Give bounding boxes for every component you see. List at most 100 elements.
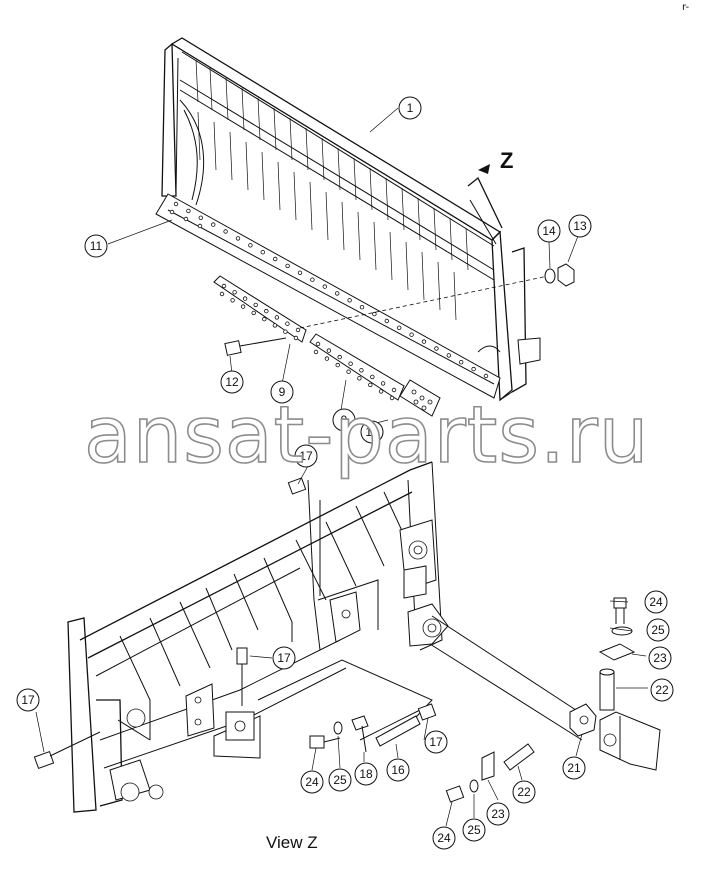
callout-label: 23 (491, 807, 505, 821)
bolt-hole (322, 284, 327, 289)
bolt-hole (183, 216, 189, 222)
perforated-bar (155, 193, 501, 399)
callout-label: 25 (333, 773, 347, 787)
bolt-hole (197, 223, 203, 229)
callout-25-lower: 25 (328, 768, 352, 792)
bolt-hole (324, 356, 330, 361)
bolt-hole (380, 381, 386, 386)
bolt-hole (368, 382, 373, 388)
bolt-hole (262, 316, 267, 322)
bolt-hole (348, 361, 353, 366)
bushing-21 (569, 703, 597, 737)
callout-label: 25 (651, 623, 665, 637)
cutting-edge-plate-a (213, 275, 307, 343)
bolt-hole (421, 339, 427, 344)
view-z-arrow: Z (478, 148, 513, 174)
bolt-hole (378, 389, 384, 394)
bolt-hole (346, 369, 351, 374)
bolt-hole (285, 321, 290, 326)
callout-22-upper: 22 (650, 678, 674, 702)
bolt-hole (459, 360, 464, 365)
bolt-hole (232, 290, 237, 295)
bolt-hole (240, 304, 246, 309)
bolt-hole (235, 236, 241, 241)
view-caption: View Z (266, 833, 318, 852)
callout-10: 10 (360, 420, 384, 444)
view-z-arrow-label: Z (500, 148, 513, 173)
bolt-24-bottom (445, 785, 465, 803)
callout-25-bottom: 25 (462, 818, 486, 842)
callout-label: 11 (90, 239, 103, 253)
callout-label: 24 (649, 595, 663, 609)
bolt-hole (335, 362, 340, 368)
bolt-12 (224, 337, 287, 356)
callout-label: 21 (567, 761, 581, 775)
bolt-hole (173, 201, 179, 207)
bolt-hole (384, 318, 389, 324)
bolt-hole (169, 209, 175, 215)
callout-label: 18 (359, 767, 373, 781)
bolt-hole (274, 315, 280, 320)
callout-24-bottom: 24 (432, 826, 456, 850)
callout-25-upper: 25 (646, 618, 670, 642)
bolt-24-lower (309, 735, 341, 749)
bolt-hole (389, 395, 395, 401)
bolt-hole (483, 373, 489, 379)
bolt-hole (372, 311, 377, 317)
callout-9a: 9 (270, 380, 294, 404)
bolt-hole (219, 291, 225, 297)
bolt-hole (397, 325, 402, 330)
callout-17-top: 17 (294, 444, 318, 468)
callout-label: 9 (279, 385, 286, 399)
callout-label: 12 (225, 375, 239, 389)
bolt-hole (273, 256, 278, 262)
bolt-hole (221, 283, 227, 289)
bolt-hole (248, 243, 253, 248)
end-plate-10 (399, 379, 441, 417)
alignment-dashed-line (299, 275, 549, 329)
arm-end (599, 711, 661, 771)
bolt-hole (251, 310, 256, 316)
callout-23-lower: 23 (486, 802, 510, 826)
washer-25-upper (611, 626, 633, 636)
callout-14: 14 (537, 219, 561, 243)
callout-23-upper: 23 (648, 646, 672, 670)
pin-22-upper (599, 668, 615, 711)
bolt-hole (264, 308, 269, 314)
callout-label: 17 (299, 449, 313, 463)
bolt-hole (285, 263, 290, 269)
callout-24-lower: 24 (300, 770, 324, 794)
bolt-hole (310, 277, 315, 282)
callout-17-right: 17 (424, 730, 448, 754)
bolt-hole (186, 208, 191, 214)
bolt-hole (471, 366, 476, 372)
bolt-hole (253, 302, 258, 308)
bolt-hole (409, 332, 414, 337)
grease-fitting-top (287, 477, 307, 495)
bolt-hole (297, 270, 303, 275)
callout-21: 21 (562, 756, 586, 780)
grease-fitting-right (417, 703, 437, 721)
callout-label: 17 (21, 693, 35, 707)
bolt-hole (272, 323, 278, 328)
bolt-hole (337, 354, 342, 360)
bolt-hole (335, 291, 340, 296)
bolt-hole (293, 335, 299, 341)
plate-23-lower (481, 751, 495, 781)
pin-16 (375, 715, 421, 747)
bolt-hole (283, 329, 288, 334)
bolt-hole (359, 305, 365, 310)
grease-fitting-center (225, 647, 255, 741)
bolt-hole (260, 249, 265, 255)
callout-label: 22 (517, 785, 531, 799)
bolt-hole (223, 229, 228, 234)
callout-label: 14 (542, 224, 556, 238)
callout-9b: 9 (332, 408, 356, 432)
bolt-hole (242, 296, 248, 301)
bolt-hole (230, 298, 235, 303)
bolt-hole (315, 341, 321, 347)
corner-mark: r- (682, 2, 689, 13)
callout-17-left: 17 (16, 688, 40, 712)
callout-label: 23 (653, 651, 667, 665)
